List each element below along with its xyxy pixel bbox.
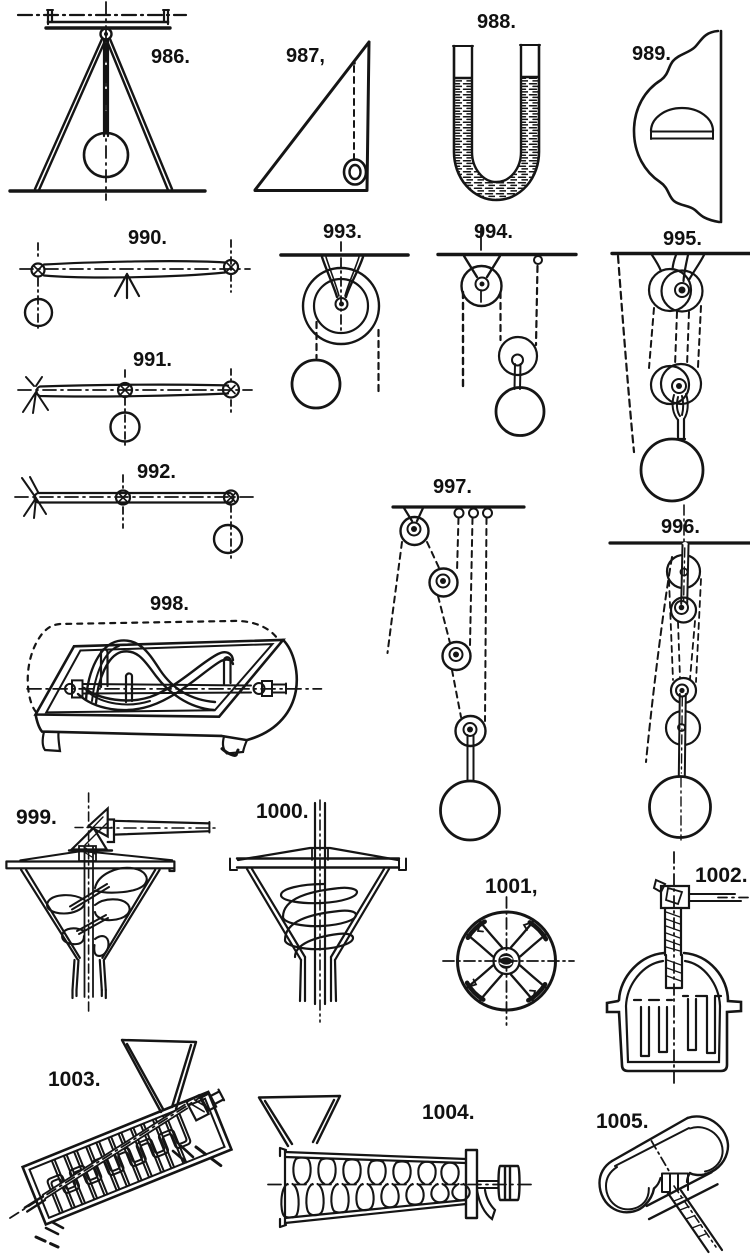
svg-text:992.: 992. xyxy=(137,461,176,483)
svg-text:986.: 986. xyxy=(151,46,190,68)
svg-text:988.: 988. xyxy=(477,11,516,33)
svg-text:993.: 993. xyxy=(323,221,362,243)
svg-text:999.: 999. xyxy=(16,806,57,829)
svg-text:1002.: 1002. xyxy=(695,864,748,887)
svg-text:1001,: 1001, xyxy=(485,875,538,898)
svg-text:1000.: 1000. xyxy=(256,800,309,823)
svg-text:995.: 995. xyxy=(663,228,702,250)
svg-text:1005.: 1005. xyxy=(596,1110,649,1133)
svg-text:989.: 989. xyxy=(632,43,671,65)
svg-text:1003.: 1003. xyxy=(48,1068,101,1091)
svg-text:1004.: 1004. xyxy=(422,1101,475,1124)
svg-text:994.: 994. xyxy=(474,221,513,243)
svg-text:996.: 996. xyxy=(661,516,700,538)
svg-text:990.: 990. xyxy=(128,227,167,249)
svg-text:998.: 998. xyxy=(150,593,189,615)
svg-text:987,: 987, xyxy=(286,45,325,67)
svg-text:997.: 997. xyxy=(433,476,472,498)
svg-text:991.: 991. xyxy=(133,349,172,371)
